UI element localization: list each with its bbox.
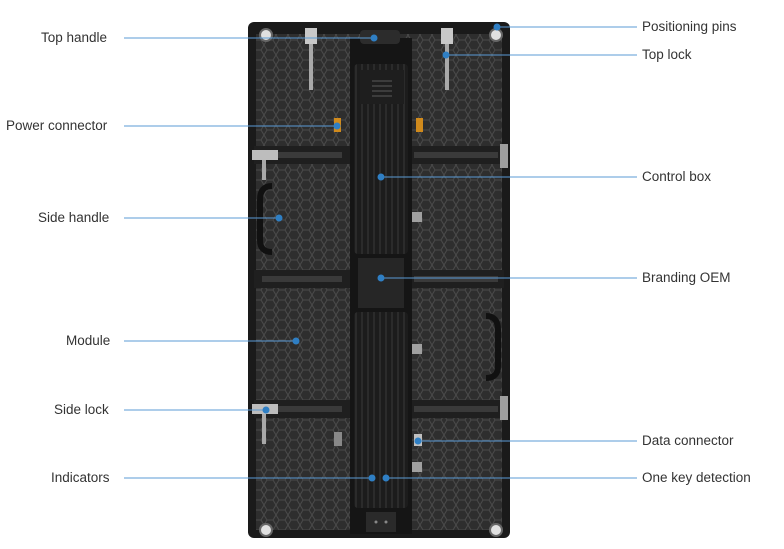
marker-dot-top-handle: [370, 34, 378, 42]
label-one-key-detection: One key detection: [642, 470, 751, 485]
label-positioning-pins: Positioning pins: [642, 19, 737, 34]
label-indicators: Indicators: [51, 470, 110, 485]
marker-dot-top-lock: [442, 51, 450, 59]
marker-dot-indicators: [368, 474, 376, 482]
branding-plate: [358, 258, 404, 308]
pin-bottom-left: [259, 523, 273, 537]
label-top-lock: Top lock: [642, 47, 692, 62]
marker-dot-branding-oem: [377, 274, 385, 282]
power-connector-right: [416, 118, 423, 132]
label-module: Module: [66, 333, 111, 348]
pin-top-left: [259, 28, 273, 42]
pin-top-right: [489, 28, 503, 42]
lower-spine-ribs: [354, 312, 408, 508]
top-lock-right: [441, 28, 453, 44]
label-branding-oem: Branding OEM: [642, 270, 731, 285]
marker-dot-one-key-detection: [382, 474, 390, 482]
marker-dot-data-connector: [414, 437, 422, 445]
control-box-body: [354, 64, 408, 254]
label-side-lock: Side lock: [54, 402, 109, 417]
marker-dot-side-lock: [262, 406, 270, 414]
side-handle-left: [257, 183, 273, 255]
pin-bottom-right: [489, 523, 503, 537]
marker-dot-control-box: [377, 173, 385, 181]
label-control-box: Control box: [642, 169, 712, 184]
label-data-connector: Data connector: [642, 433, 734, 448]
side-lock-upper: [252, 150, 278, 160]
top-handle-shape: [360, 30, 400, 44]
marker-dot-power-connector: [333, 122, 341, 130]
marker-dot-side-handle: [275, 214, 283, 222]
label-side-handle: Side handle: [38, 210, 110, 225]
side-handle-right: [485, 313, 501, 381]
label-power-connector: Power connector: [6, 118, 108, 133]
marker-dot-positioning-pins: [493, 23, 501, 31]
bottom-connector-block: [366, 512, 396, 532]
label-top-handle: Top handle: [41, 30, 108, 45]
top-lock-left: [305, 28, 317, 44]
leader-lines: [124, 23, 637, 482]
marker-dot-module: [292, 337, 300, 345]
